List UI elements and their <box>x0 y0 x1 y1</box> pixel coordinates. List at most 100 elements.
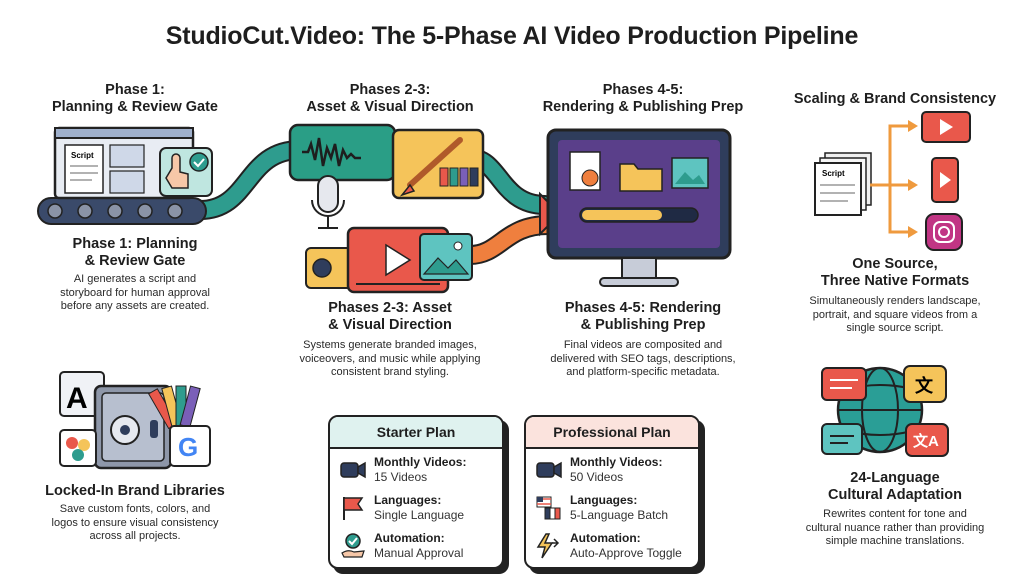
phase1-desc-line3: before any assets are created. <box>60 300 210 312</box>
phase45-desc-line2: delivered with SEO tags, descriptions, <box>550 352 736 365</box>
phase45-title: Phases 4-5: Rendering & Publishing Prep <box>528 300 758 334</box>
starter-automation-value: Manual Approval <box>374 546 464 560</box>
brand-desc-line3: across all projects. <box>89 530 181 542</box>
phase1-desc-line1: AI generates a script and <box>73 273 197 285</box>
flag-icon <box>343 497 364 520</box>
brand-desc-line1: Save custom fonts, colors, and <box>59 503 211 515</box>
camera-icon <box>340 461 366 479</box>
language-desc-line3: simple machine translations. <box>825 535 965 547</box>
phase23-heading-line2: Asset & Visual Direction <box>306 99 474 115</box>
speech-bubble-icon <box>821 367 867 401</box>
source-script-icon: Script <box>814 152 872 216</box>
phase23-title-line1: Phases 2-3: Asset <box>328 300 452 316</box>
formats-title-line1: One Source, <box>852 256 938 272</box>
source-script-label: Script <box>822 169 845 178</box>
google-logo-icon: G <box>169 425 211 467</box>
formats-desc-line3: single source script. <box>846 322 944 334</box>
professional-languages-value: 5-Language Batch <box>570 508 669 522</box>
portrait-video-icon <box>931 157 959 203</box>
phase45-title-line2: & Publishing Prep <box>580 317 706 333</box>
monitor-icon <box>546 128 732 287</box>
starter-languages-value: Single Language <box>374 508 465 522</box>
brand-description: Save custom fonts, colors, and logos to … <box>30 503 240 544</box>
phase45-desc-line3: and platform-specific metadata. <box>566 366 720 378</box>
language-title-line1: 24-Language <box>850 470 940 486</box>
starter-plan-card: Starter Plan Monthly Videos: 15 Videos L… <box>328 415 504 569</box>
language-title-line2: Cultural Adaptation <box>828 487 962 503</box>
svg-text:文: 文 <box>915 375 934 396</box>
professional-plan-header: Professional Plan <box>526 417 698 449</box>
professional-languages-row: Languages: 5-Language Batch <box>526 491 698 529</box>
starter-plan-header: Starter Plan <box>330 417 502 449</box>
professional-automation-label: Automation: <box>570 531 641 545</box>
phase23-desc-line2: voiceovers, and music while applying <box>299 352 481 365</box>
phase23-title: Phases 2-3: Asset & Visual Direction <box>290 300 490 334</box>
phase45-heading-line2: Rendering & Publishing Prep <box>542 99 744 115</box>
phase45-heading-line1: Phases 4-5: <box>602 82 684 98</box>
camera-icon <box>536 461 562 479</box>
phase23-heading-line1: Phases 2-3: <box>349 82 431 98</box>
image-tile-icon <box>59 429 97 467</box>
starter-videos-label: Monthly Videos: <box>374 455 467 469</box>
landscape-video-icon <box>921 111 971 143</box>
phase45-title-line1: Phases 4-5: Rendering <box>564 300 722 316</box>
svg-text:A: A <box>66 382 88 415</box>
phase23-desc-line3: consistent brand styling. <box>330 366 449 378</box>
svg-text:G: G <box>178 432 198 462</box>
laptop-script-label: Script <box>71 151 94 160</box>
svg-text:文A: 文A <box>913 432 939 450</box>
professional-automation-value: Auto-Approve Toggle <box>570 546 682 560</box>
professional-videos-value: 50 Videos <box>570 470 624 484</box>
formats-title-line2: Three Native Formats <box>820 273 970 289</box>
starter-automation-row: Automation: Manual Approval <box>330 529 502 567</box>
language-desc-line2: cultural nuance rather than providing <box>805 521 985 534</box>
professional-videos-label: Monthly Videos: <box>570 455 663 469</box>
brand-title: Locked-In Brand Libraries <box>45 483 225 499</box>
branching-arrows-icon <box>870 124 910 234</box>
formats-description: Simultaneously renders landscape, portra… <box>780 295 1010 336</box>
phase23-description: Systems generate branded images, voiceov… <box>280 339 500 380</box>
phase45-desc-line1: Final videos are composited and <box>563 339 723 351</box>
starter-videos-row: Monthly Videos: 15 Videos <box>330 453 502 491</box>
formats-desc-line2: portrait, and square videos from a <box>812 308 978 321</box>
flags-icon <box>536 496 561 520</box>
phase45-heading: Phases 4-5: Rendering & Publishing Prep <box>528 82 758 116</box>
phase45-description: Final videos are composited and delivere… <box>528 339 758 380</box>
language-title: 24-Language Cultural Adaptation <box>780 470 1010 504</box>
language-desc-line1: Rewrites content for tone and <box>823 508 967 520</box>
starter-languages-row: Languages: Single Language <box>330 491 502 529</box>
phase1-desc-line2: storyboard for human approval <box>60 286 210 299</box>
phase1-heading-line1: Phase 1: <box>105 82 165 98</box>
professional-videos-row: Monthly Videos: 50 Videos <box>526 453 698 491</box>
starter-videos-value: 15 Videos <box>374 470 428 484</box>
laptop-icon: Script <box>53 126 213 200</box>
professional-automation-row: Automation: Auto-Approve Toggle <box>526 529 698 567</box>
brand-desc-line2: logos to ensure visual consistency <box>51 516 219 529</box>
page-title: StudioCut.Video: The 5-Phase AI Video Pr… <box>165 22 859 50</box>
square-video-icon <box>925 213 963 251</box>
video-player-icon <box>305 226 473 294</box>
phase1-description: AI generates a script and storyboard for… <box>30 273 240 314</box>
language-description: Rewrites content for tone and cultural n… <box>780 508 1010 549</box>
phase1-heading-line2: Planning & Review Gate <box>52 99 218 115</box>
starter-automation-label: Automation: <box>374 531 445 545</box>
font-card-icon: A <box>59 371 105 417</box>
brand-vault-icon <box>93 384 173 470</box>
palette-brush-icon <box>391 128 485 200</box>
scaling-heading: Scaling & Brand Consistency <box>793 91 997 107</box>
formats-desc-line1: Simultaneously renders landscape, <box>809 295 981 307</box>
chat-bubble-icon <box>821 423 863 455</box>
phase23-heading: Phases 2-3: Asset & Visual Direction <box>290 82 490 116</box>
kanji-bubble-icon: 文 <box>903 365 947 403</box>
phase23-desc-line1: Systems generate branded images, <box>303 339 477 351</box>
phase1-heading: Phase 1: Planning & Review Gate <box>40 82 230 116</box>
starter-languages-label: Languages: <box>374 493 442 507</box>
phase1-title-line2: & Review Gate <box>84 253 186 269</box>
phase23-title-line2: & Visual Direction <box>328 317 452 333</box>
translate-bubble-icon: 文A <box>905 423 949 457</box>
professional-plan-card: Professional Plan Monthly Videos: 50 Vid… <box>524 415 700 569</box>
microphone-icon <box>311 175 345 229</box>
phase1-title: Phase 1: Planning & Review Gate <box>40 236 230 270</box>
professional-languages-label: Languages: <box>570 493 638 507</box>
